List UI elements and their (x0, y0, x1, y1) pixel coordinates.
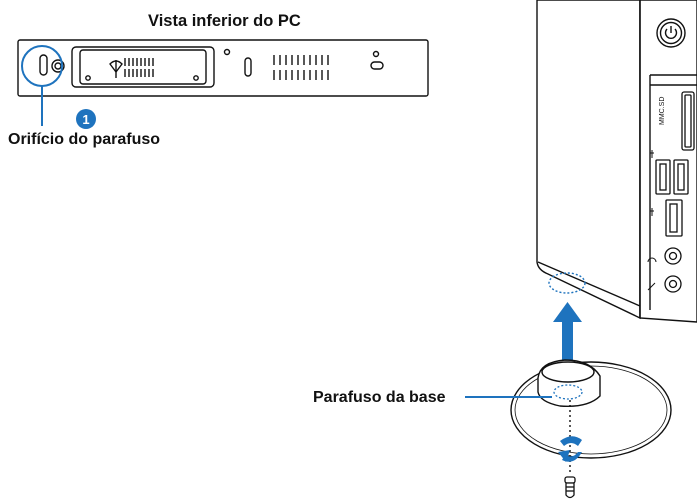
callout-number: 1 (82, 112, 89, 127)
microphone-jack (664, 275, 682, 293)
card-reader-label: MMC.SD (659, 97, 666, 125)
pc-bottom-view (17, 39, 429, 97)
callout-badge-1: 1 (76, 109, 96, 129)
base-screw-marker (553, 384, 583, 400)
headphone-icon (647, 257, 657, 263)
base-screw-label: Parafuso da base (313, 389, 446, 406)
usb-icon (650, 150, 654, 158)
screw-hole-callout (21, 45, 63, 126)
power-icon (656, 18, 686, 48)
microphone-icon (647, 282, 656, 291)
screw-hole-label: Orifício do parafuso (8, 131, 161, 148)
vent-slots-right (273, 55, 329, 80)
usb-port-single (665, 199, 683, 237)
tower-screw-hole-marker (548, 272, 586, 294)
screw (564, 476, 576, 499)
usb-port-pair (655, 159, 689, 195)
bottom-view-title: Vista inferior do PC (148, 12, 301, 30)
headphone-jack (664, 247, 682, 265)
usb-icon (650, 208, 654, 216)
pc-base-stand (510, 359, 672, 459)
rotate-arrow-icon (558, 436, 582, 462)
up-arrow-icon (553, 302, 582, 360)
card-reader-slot (681, 91, 695, 151)
pc-tower (536, 0, 697, 323)
vent-slots-left (124, 58, 154, 77)
